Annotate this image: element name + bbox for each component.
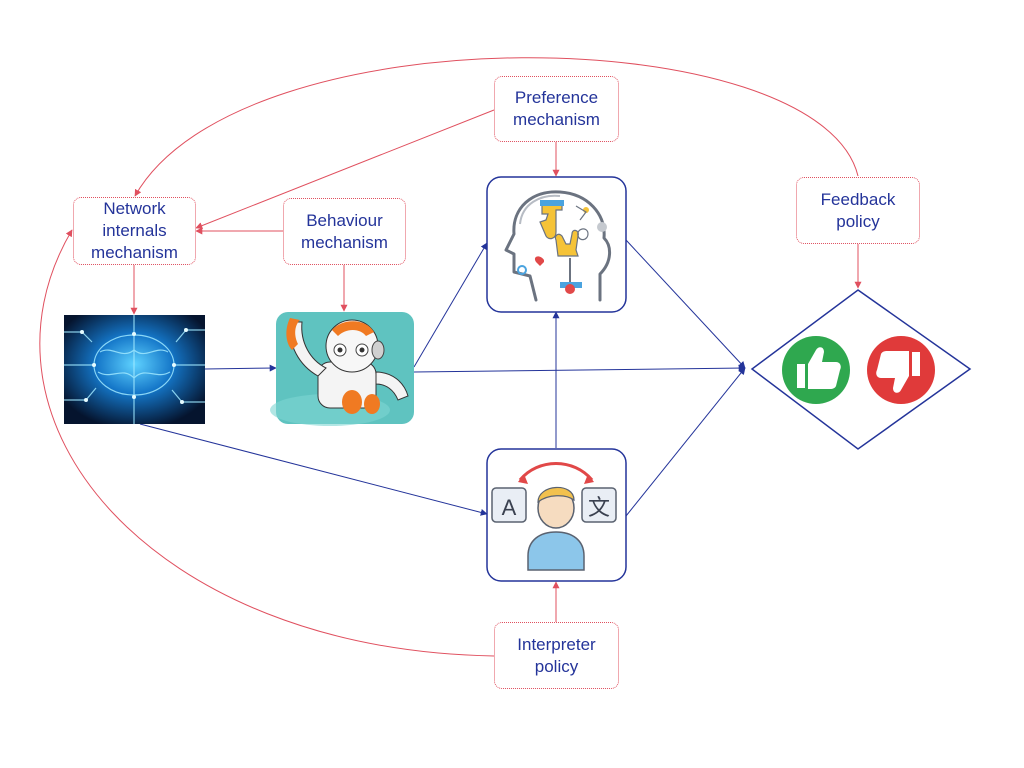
behaviour-mechanism-label: Behaviour mechanism: [283, 198, 406, 265]
network-internals-mechanism-label: Network internals mechanism: [73, 197, 196, 265]
feedback-to-network-arc: [134, 57, 859, 197]
glyph-wen: 文: [588, 496, 610, 521]
preference-mechanism-label: Preference mechanism: [494, 76, 619, 142]
feedback-policy-text: Feedback policy: [820, 189, 896, 231]
network-internals-mechanism-text: Network internals mechanism: [91, 199, 178, 262]
translator-person-image: A 文: [486, 448, 627, 582]
feedback-policy-label: Feedback policy: [796, 177, 920, 244]
brain-to-interpreter-arrow: [139, 423, 488, 516]
robot-to-decision-arrow: [413, 364, 746, 373]
preference-to-decision-arrow: [625, 239, 746, 369]
decision-diamond: [750, 289, 972, 450]
interpreter-policy-label: Interpreter policy: [494, 622, 619, 689]
thumbs-down-icon: [867, 336, 935, 404]
preference-to-network-arrow: [195, 109, 495, 229]
glyph-a: A: [502, 495, 517, 520]
behaviour-mechanism-text: Behaviour mechanism: [301, 210, 388, 252]
interpreter-to-decision-arrow: [625, 367, 746, 517]
preference-mechanism-text: Preference mechanism: [513, 88, 600, 129]
head-with-hands-image: [486, 176, 627, 313]
robot-to-preference-arrow: [413, 242, 488, 368]
thumbs-up-thumbs-down: [750, 289, 972, 450]
thumbs-up-icon: [782, 336, 850, 404]
nao-robot-image: [270, 312, 414, 426]
data-flow-arrows: [139, 239, 746, 517]
brain-to-robot-arrow: [204, 364, 277, 372]
interpreter-to-network-arc: [39, 229, 495, 657]
interpreter-policy-text: Interpreter policy: [517, 634, 596, 676]
policy-arrows: [39, 57, 862, 657]
brain-circuit-image: [64, 315, 205, 424]
